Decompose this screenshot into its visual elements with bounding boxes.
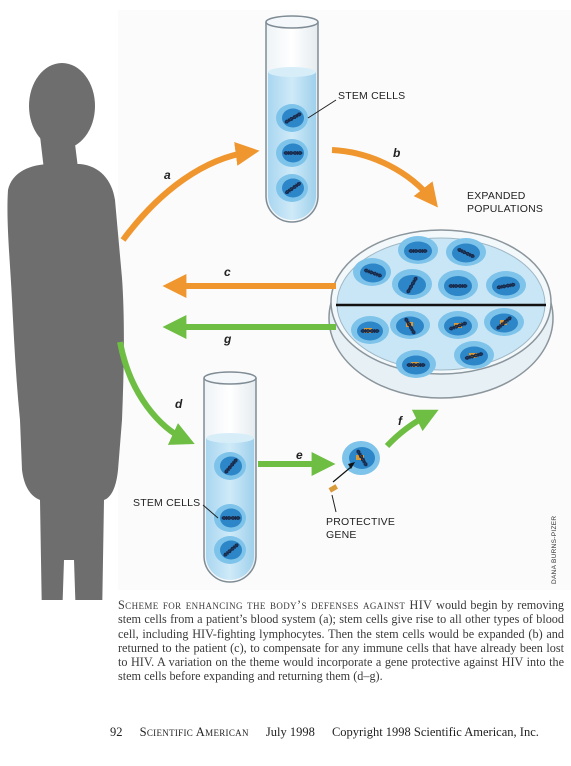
issue-date: July 1998 bbox=[265, 725, 315, 739]
step-label-f: f bbox=[398, 414, 402, 428]
label-protective: PROTECTIVE bbox=[326, 516, 396, 528]
stem-cell bbox=[276, 174, 308, 202]
illustrator-credit: DANA BURNS-PIZER bbox=[551, 515, 558, 584]
step-label-a: a bbox=[164, 168, 171, 182]
figure-caption: Scheme for enhancing the body’s defenses… bbox=[118, 598, 564, 684]
stem-cells-top-leader bbox=[307, 99, 337, 119]
caption-body: would begin by removing stem cells from … bbox=[118, 598, 564, 684]
step-label-c: c bbox=[224, 265, 231, 279]
gene-insertion-arrow bbox=[332, 466, 352, 483]
patient-silhouette bbox=[7, 63, 124, 760]
label-expanded: EXPANDED bbox=[467, 190, 526, 202]
test-tube-top bbox=[265, 15, 319, 223]
diagram-canvas bbox=[7, 15, 554, 760]
label-gene: GENE bbox=[326, 529, 357, 541]
arrow-d bbox=[117, 341, 195, 445]
label-stem-cells-bottom: STEM CELLS bbox=[133, 497, 201, 509]
step-label-g: g bbox=[224, 332, 232, 346]
caption-heading: Scheme for enhancing the body’s defenses… bbox=[118, 598, 433, 612]
label-populations: POPULATIONS bbox=[467, 203, 544, 215]
step-label-e: e bbox=[296, 448, 303, 462]
arrow-f bbox=[384, 409, 439, 449]
arrow-b bbox=[331, 147, 438, 208]
arrow-a bbox=[120, 142, 260, 242]
protective-gene-fragment bbox=[328, 484, 338, 493]
stem-cell bbox=[214, 452, 246, 480]
stem-cell bbox=[276, 139, 308, 167]
page-footer: 92 Scientific American July 1998 Copyrig… bbox=[110, 725, 571, 740]
expanded-stem-cells bbox=[353, 236, 526, 300]
step-label-b: b bbox=[393, 146, 401, 160]
step-label-d: d bbox=[175, 397, 183, 411]
stem-cell bbox=[214, 536, 246, 564]
copyright-notice: Copyright 1998 Scientific American, Inc. bbox=[331, 725, 539, 739]
test-tube-bottom bbox=[203, 371, 257, 583]
page-number: 92 bbox=[110, 725, 123, 739]
magazine-name: Scientific American bbox=[139, 725, 249, 739]
expanded-modified-cells bbox=[351, 308, 524, 378]
gene-insertion-arrowhead bbox=[348, 462, 355, 469]
stem-cells-bottom-leader bbox=[202, 504, 219, 519]
stem-cell bbox=[214, 504, 246, 532]
stem-cell-diagram: STEM CELLS EXPANDED POPULATIONS STEM CEL… bbox=[7, 15, 554, 760]
label-stem-cells-top: STEM CELLS bbox=[338, 90, 406, 102]
protective-gene-leader bbox=[331, 494, 337, 513]
stem-cell bbox=[276, 104, 308, 132]
